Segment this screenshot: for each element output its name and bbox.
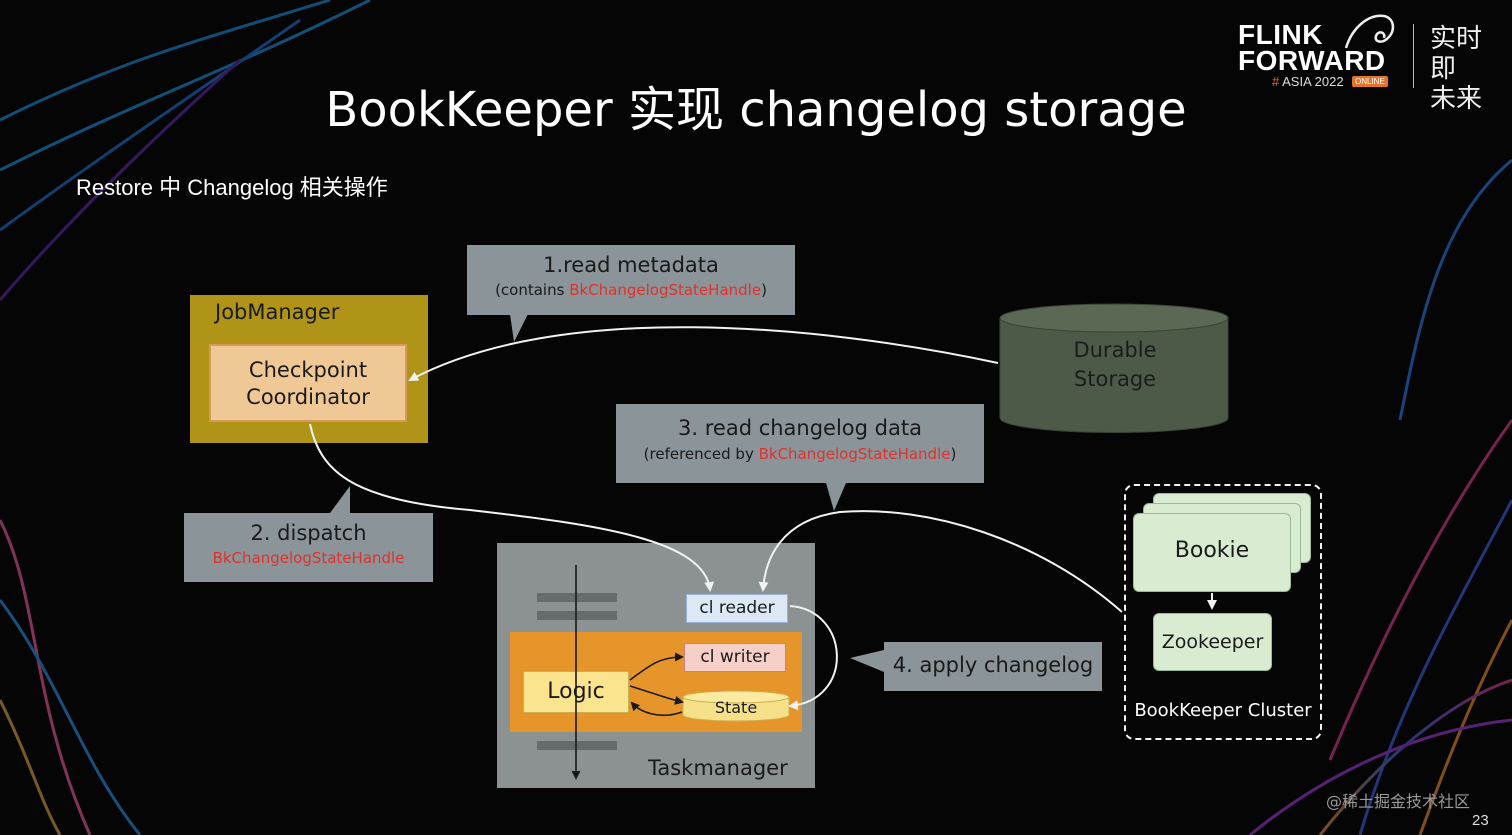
- coordinator-line1: Checkpoint: [248, 358, 368, 382]
- logo-cn-line1: 实时即: [1430, 24, 1483, 84]
- detail-prefix: (referenced by: [643, 445, 759, 463]
- durable-storage-line1: Durable: [1073, 338, 1157, 362]
- slide-title: BookKeeper 实现 changelog storage: [325, 82, 1187, 138]
- bookkeeper-cluster-label: BookKeeper Cluster: [1134, 700, 1312, 721]
- callout-read-metadata: 1.read metadata (contains BkChangelogSta…: [467, 245, 795, 315]
- arrow-logic-to-state: [629, 685, 684, 705]
- logo-asia-text: ASIA 2022: [1282, 74, 1344, 89]
- page-number: 23: [1472, 812, 1489, 829]
- cl-reader-box: cl reader: [686, 594, 788, 623]
- callout-read-metadata-title: 1.read metadata: [543, 253, 719, 277]
- callout-read-metadata-detail: (contains BkChangelogStateHandle): [467, 277, 795, 299]
- logo-cn-line2: 未来: [1430, 84, 1483, 114]
- stream-bar: [537, 611, 617, 620]
- handle-name: BkChangelogStateHandle: [758, 445, 951, 463]
- stream-bar: [537, 741, 617, 750]
- logo-divider: [1413, 24, 1414, 88]
- jobmanager-label: JobManager: [215, 300, 340, 324]
- arrow-logic-to-cl-writer: [629, 652, 684, 681]
- coordinator-line2: Coordinator: [246, 385, 370, 409]
- arrow-state-to-logic: [630, 701, 683, 717]
- arrow-cl-reader-to-state: [788, 605, 838, 711]
- bookkeeper-cluster-box: [1124, 484, 1322, 740]
- bookie-label: Bookie: [1174, 538, 1250, 563]
- stream-bar: [537, 593, 617, 602]
- callout-apply-title: 4. apply changelog: [892, 653, 1094, 677]
- detail-suffix: ): [761, 281, 767, 299]
- squirrel-icon: [1344, 14, 1395, 49]
- logo-asia: # ASIA 2022: [1272, 74, 1344, 89]
- detail-suffix: ): [950, 445, 957, 463]
- callout-read-changelog: 3. read changelog data (referenced by Bk…: [616, 404, 984, 483]
- arrow-bookkeeper-to-cl-reader: [758, 510, 1123, 613]
- callout-dispatch-handle: BkChangelogStateHandle: [212, 549, 405, 567]
- callout-dispatch-title: 2. dispatch: [250, 521, 367, 545]
- logo-hash: #: [1272, 74, 1280, 89]
- arrow-storage-to-coordinator: [408, 326, 999, 381]
- callout-read-changelog-title: 3. read changelog data: [678, 416, 922, 440]
- flink-forward-logo: FLINK FORWARD: [1238, 19, 1386, 76]
- durable-storage-line2: Storage: [1073, 367, 1157, 391]
- cl-writer-box: cl writer: [684, 643, 786, 672]
- state-cylinder: [682, 690, 790, 722]
- checkpoint-coordinator-box: Checkpoint Coordinator: [209, 344, 407, 422]
- durable-storage-label: Durable Storage: [1030, 336, 1200, 394]
- durable-storage-cylinder: [999, 303, 1229, 433]
- handle-name: BkChangelogStateHandle: [569, 281, 762, 299]
- taskmanager-label: Taskmanager: [648, 756, 788, 780]
- zookeeper-box: Zookeeper: [1153, 613, 1272, 671]
- arrow-coordinator-to-cl-reader: [309, 423, 715, 592]
- callout-read-changelog-detail: (referenced by BkChangelogStateHandle): [616, 440, 984, 463]
- slide-subtitle: Restore 中 Changelog 相关操作: [76, 175, 388, 200]
- callout-apply-changelog: 4. apply changelog: [884, 642, 1102, 691]
- callout-dispatch: 2. dispatch BkChangelogStateHandle: [184, 513, 433, 582]
- detail-prefix: (contains: [495, 281, 570, 299]
- logo-cn-slogan: 实时即 未来: [1430, 24, 1490, 114]
- logo-line2: FORWARD: [1238, 45, 1386, 76]
- watermark: @稀土掘金技术社区: [1326, 792, 1471, 811]
- logo-line1: FLINK: [1238, 19, 1323, 50]
- state-label: State: [714, 698, 758, 717]
- logo-online-badge: ONLINE: [1352, 76, 1388, 87]
- bookie-box-front: [1133, 513, 1291, 592]
